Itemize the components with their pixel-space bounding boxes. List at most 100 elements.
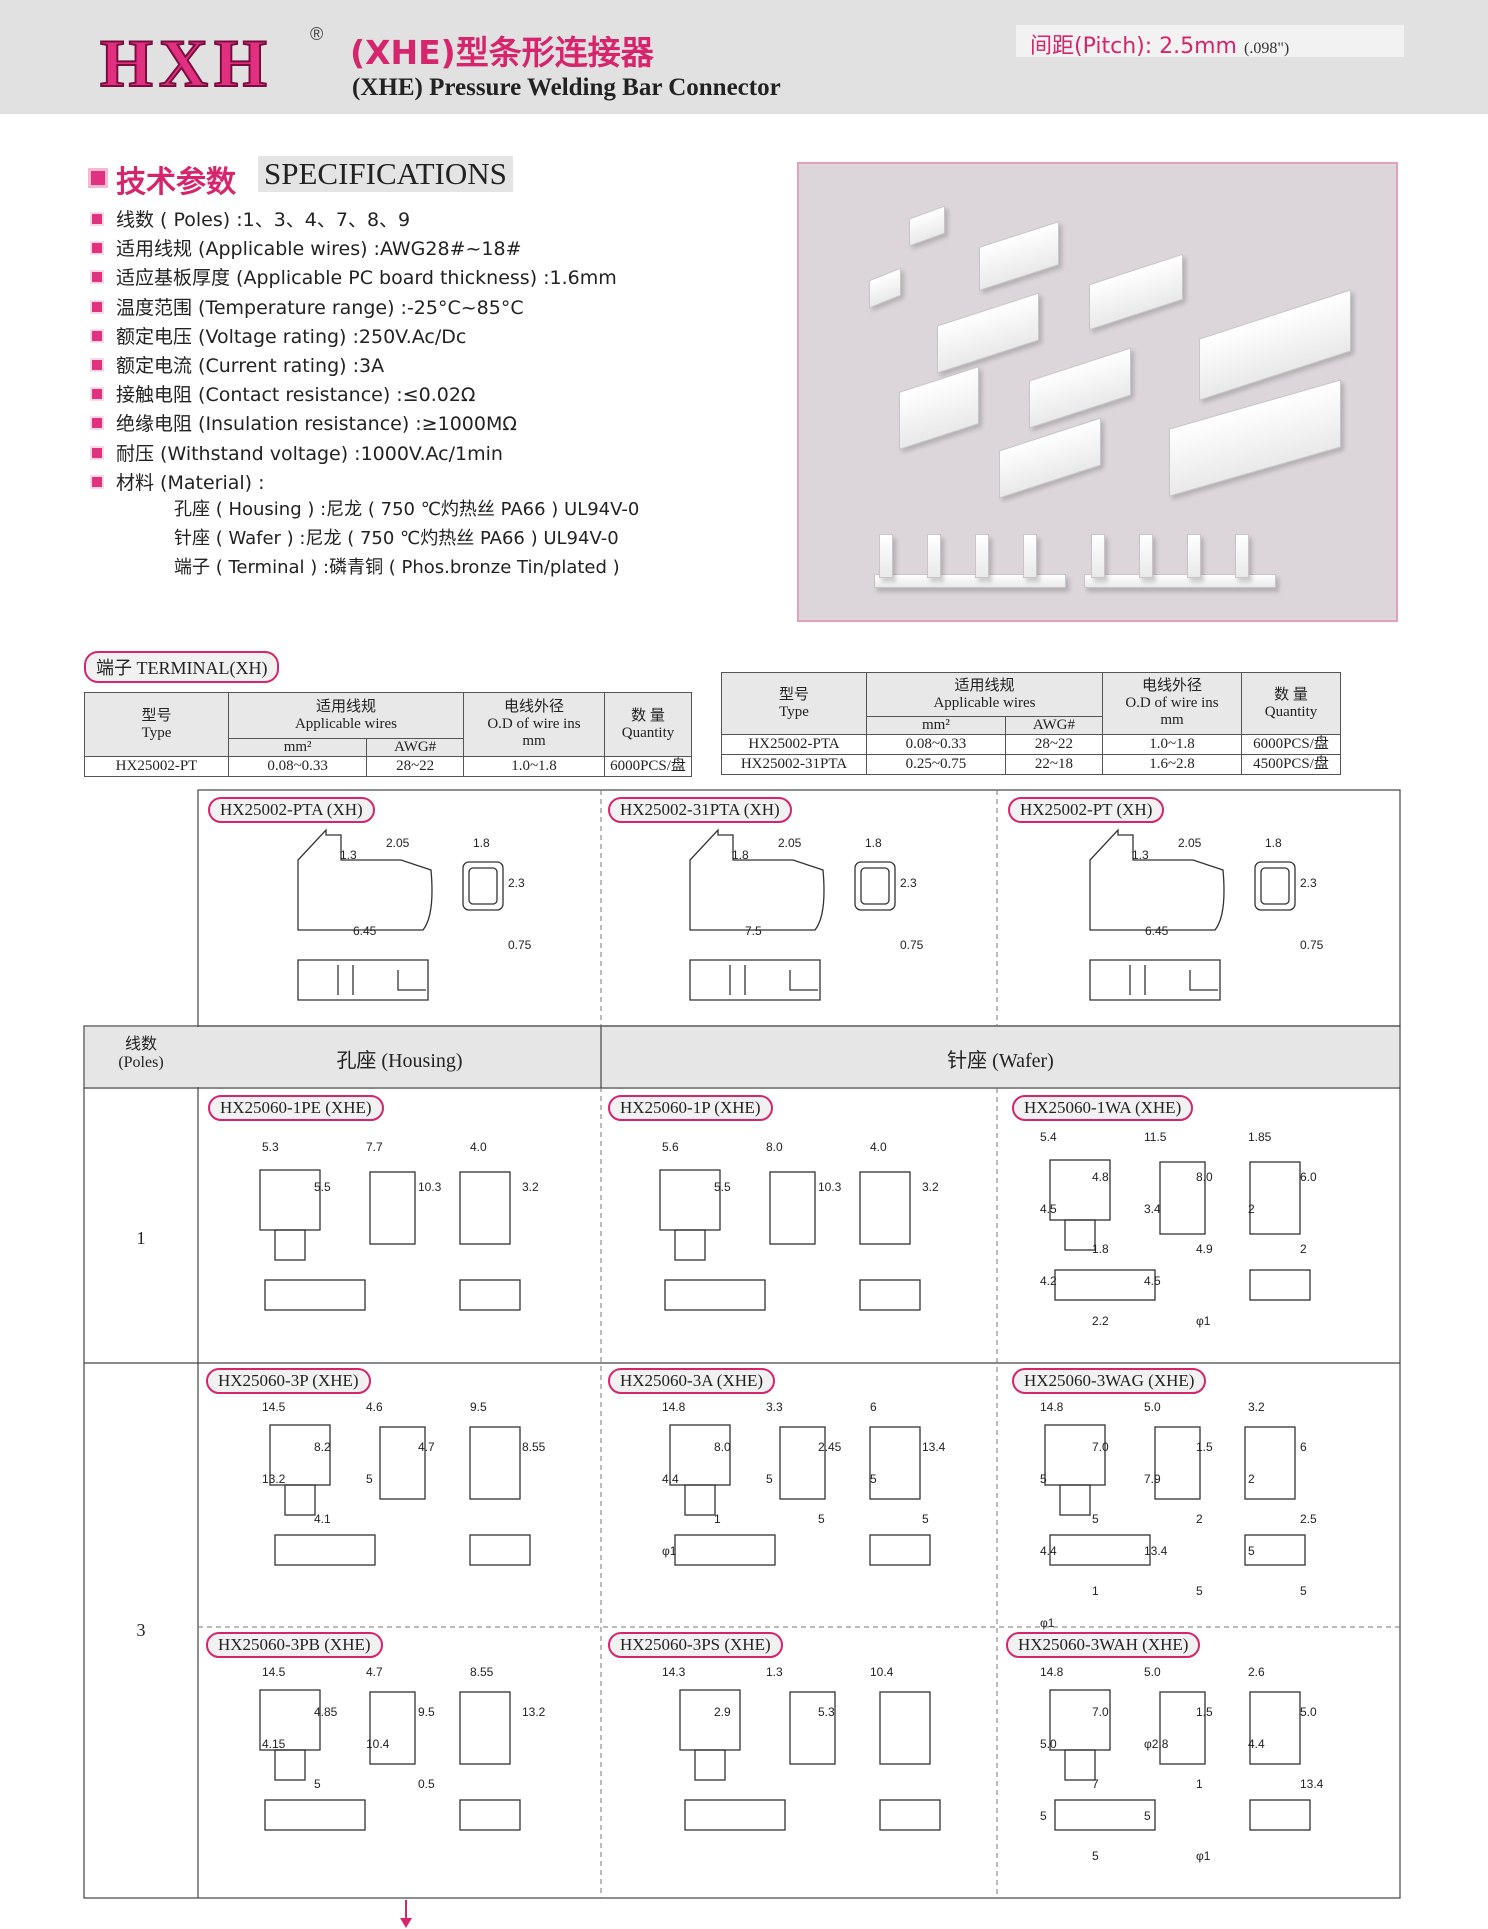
table-cell: 4500PCS/盘: [1241, 754, 1341, 775]
drawing-outline: [684, 1484, 716, 1516]
dimension-label: 5.0: [1144, 1400, 1161, 1414]
dimension-label: 4.8: [1092, 1170, 1109, 1184]
drawing-outline: [462, 861, 504, 911]
dimension-label: 4.85: [314, 1705, 338, 1719]
spec-bullet-icon: [90, 299, 104, 314]
terminal-pin: [927, 534, 941, 578]
drawing-outline: [1244, 1426, 1296, 1500]
dimension-label: 1.8: [865, 836, 882, 850]
dimension-label: 1.8: [1265, 836, 1282, 850]
dimension-label: 6: [870, 1400, 877, 1414]
spec-bullet-icon: [90, 358, 104, 372]
dimension-label: 2: [1300, 1242, 1307, 1256]
th-qty-en: Quantity: [1264, 703, 1318, 720]
drawing-outline: [1089, 959, 1221, 1001]
housing-header: 孔座 (Housing): [336, 1050, 463, 1072]
table-cell: HX25002-PTA: [721, 734, 867, 755]
spec-material-item: 端子 ( Terminal ) :磷青铜 ( Phos.bronze Tin/p…: [174, 557, 620, 578]
dimension-label: 4.6: [366, 1400, 383, 1414]
th-mm2: mm²: [227, 738, 368, 757]
drawing-outline: [1089, 828, 1225, 931]
dimension-label: 5.3: [262, 1140, 279, 1154]
dimension-label: 1: [1092, 1584, 1099, 1598]
drawing-outline: [459, 1691, 511, 1765]
dimension-label: 9.5: [470, 1400, 487, 1414]
dimension-label: φ1: [1196, 1849, 1211, 1863]
dimension-label: 7: [1092, 1777, 1099, 1791]
dimension-label: 5: [1144, 1809, 1151, 1823]
spec-item: 绝缘电阻 (Insulation resistance) :≥1000MΩ: [116, 413, 517, 436]
dimension-label: 4.0: [870, 1140, 887, 1154]
dimension-label: 14.3: [662, 1665, 686, 1679]
registered-mark: ®: [310, 24, 324, 44]
dimension-label: 10.4: [366, 1737, 390, 1751]
part-name: HX25060-1PE (XHE): [208, 1095, 384, 1121]
dimension-label: 1.8: [732, 848, 749, 862]
table-cell: 28~22: [366, 756, 464, 777]
part-name: HX25060-3WAG (XHE): [1012, 1368, 1207, 1394]
logo: HXH: [99, 25, 273, 101]
dimension-label: 5.3: [818, 1705, 835, 1719]
dimension-label: 1.8: [1092, 1242, 1109, 1256]
spec-bullet-icon: [90, 474, 104, 489]
drawing-outline: [659, 1169, 721, 1231]
part-name: HX25060-3PS (XHE): [608, 1632, 783, 1658]
dimension-label: 9.5: [418, 1705, 435, 1719]
th-wires-cn: 适用线规: [954, 677, 1015, 694]
drawing-outline: [459, 1171, 511, 1245]
part-name: HX25060-3A (XHE): [608, 1368, 776, 1394]
dimension-label: 2: [1196, 1512, 1203, 1526]
th-od-en: O.D of wire ins: [487, 716, 581, 732]
table-cell: 6000PCS/盘: [1241, 734, 1341, 755]
dimension-label: 3.3: [766, 1400, 783, 1414]
spec-material-item: 针座 ( Wafer ) :尼龙 ( 750 ℃灼热丝 PA66 ) UL94V…: [174, 528, 619, 549]
dimension-label: 8.55: [470, 1665, 494, 1679]
drawing-outline: [1064, 1749, 1096, 1781]
table-cell: 22~18: [1004, 754, 1104, 775]
table-cell: 1.6~2.8: [1102, 754, 1242, 775]
dimension-label: 13.4: [1300, 1777, 1324, 1791]
dimension-label: 10.3: [818, 1180, 842, 1194]
terminal-pin: [879, 534, 893, 578]
table-cell: HX25002-31PTA: [721, 754, 867, 775]
spec-item: 适应基板厚度 (Applicable PC board thickness) :…: [116, 267, 617, 290]
drawing-outline: [684, 1799, 786, 1831]
dimension-label: 2.05: [1178, 836, 1202, 850]
dimension-label: 5.5: [314, 1180, 331, 1194]
wafer-header: 针座 (Wafer): [947, 1050, 1054, 1072]
drawing-outline: [879, 1799, 941, 1831]
product-photo: [797, 162, 1398, 622]
th-mm: mm: [522, 733, 546, 749]
drawing-outline: [1049, 1159, 1111, 1221]
th-type-cn: 型号: [778, 686, 809, 703]
dimension-label: φ1: [1040, 1616, 1055, 1630]
dimension-label: 2.9: [714, 1705, 731, 1719]
poles-header: 线数 (Poles): [84, 1036, 198, 1072]
dimension-label: 0.75: [508, 938, 532, 952]
page-title-en: (XHE) Pressure Welding Bar Connector: [352, 74, 781, 101]
drawing-outline: [284, 1484, 316, 1516]
dimension-label: 6.45: [353, 924, 377, 938]
drawing-outline: [669, 1424, 731, 1486]
terminal-pin: [1187, 534, 1201, 578]
drawing-outline: [1159, 1161, 1206, 1235]
table-cell: 0.08~0.33: [227, 756, 368, 777]
drawing-outline: [1049, 1534, 1151, 1566]
terminal-name: HX25002-31PTA (XH): [608, 797, 792, 823]
dimension-label: 2.2: [1092, 1314, 1109, 1328]
spec-bullet-icon: [90, 328, 104, 343]
dimension-label: 13.2: [522, 1705, 546, 1719]
dimension-label: 2.6: [1248, 1665, 1265, 1679]
dimension-label: 4.7: [418, 1440, 435, 1454]
dimension-label: 5.0: [1300, 1705, 1317, 1719]
dimension-label: 4.4: [1248, 1737, 1265, 1751]
dimension-label: 3.2: [1248, 1400, 1265, 1414]
dimension-label: 7.9: [1144, 1472, 1161, 1486]
spec-bullet-icon: [90, 241, 104, 256]
terminal-pin: [1023, 534, 1037, 578]
pitch-box: [1016, 25, 1404, 57]
dimension-label: 5: [366, 1472, 373, 1486]
